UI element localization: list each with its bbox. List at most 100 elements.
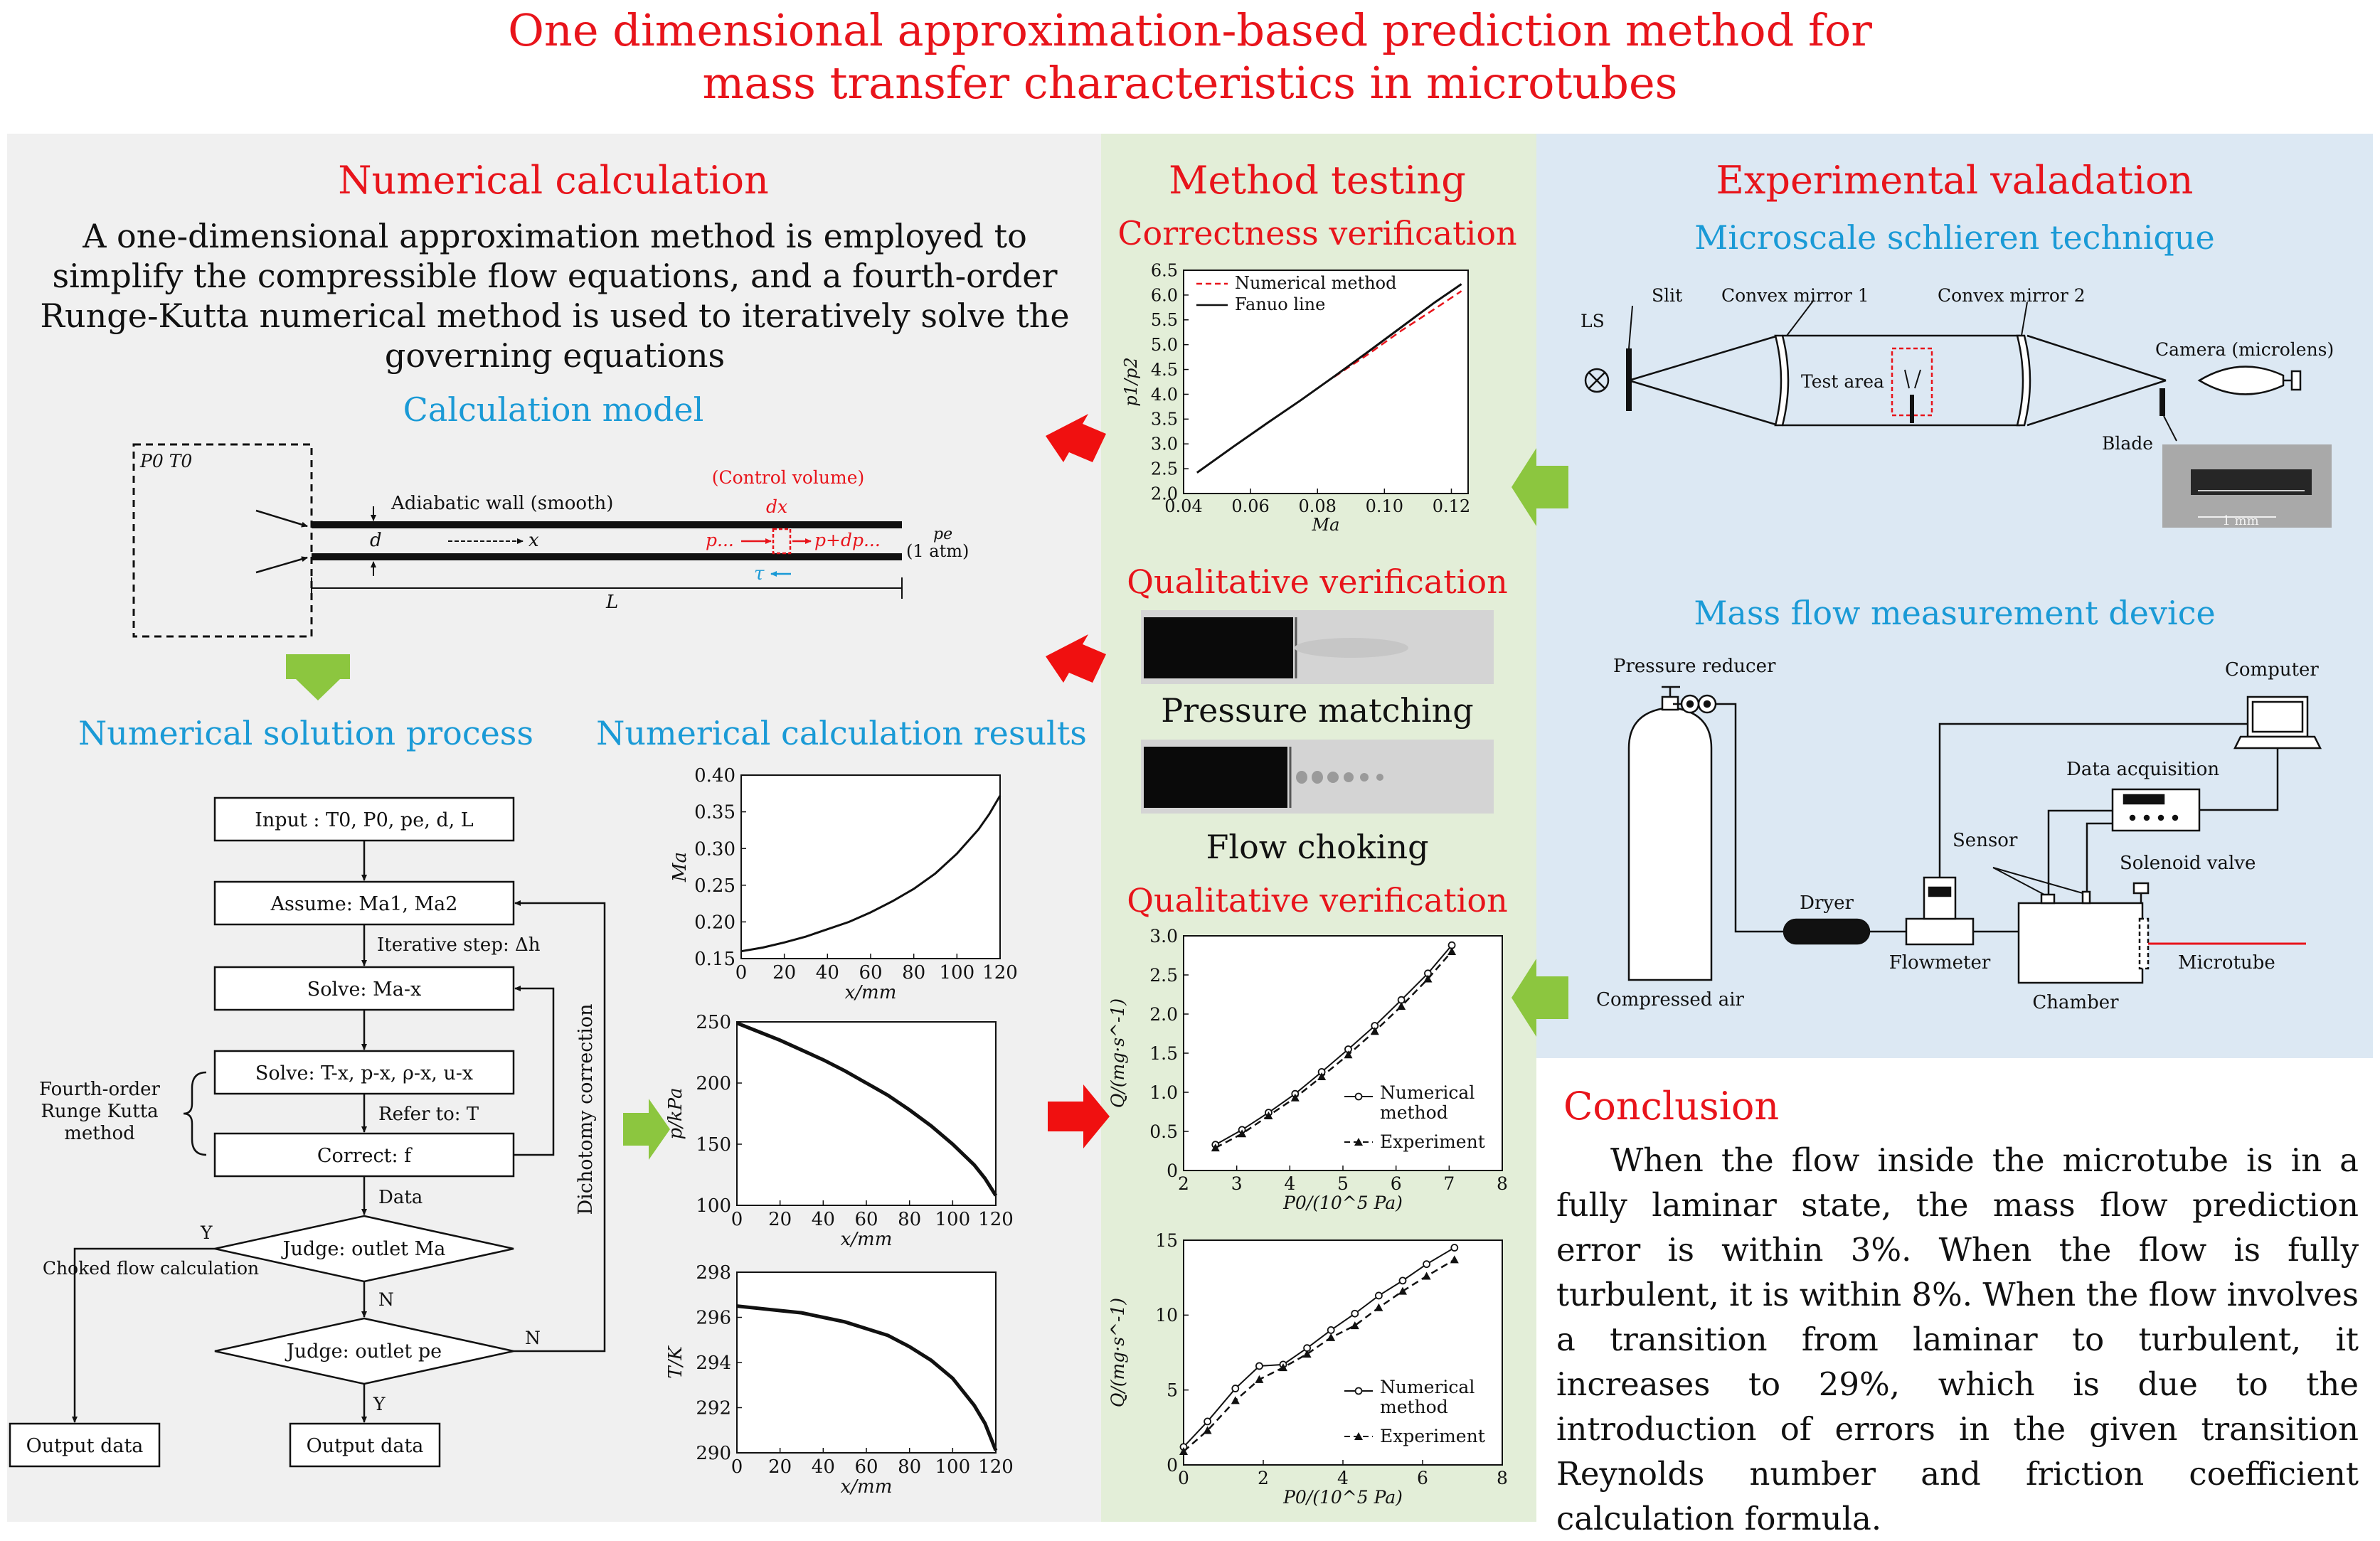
ma-ytick-label: 0.30 (694, 838, 735, 860)
t-ytick-label: 290 (696, 1443, 731, 1464)
q1-point-triangle (1344, 1050, 1353, 1059)
q2-series-0-line (1183, 1247, 1455, 1448)
rk-brace (183, 1071, 207, 1156)
chamber (2017, 902, 2144, 984)
q2-point-triangle (1398, 1286, 1407, 1295)
q1-ytick-label: 1.5 (1149, 1043, 1178, 1064)
schlieren-heading: Microscale schlieren technique (1694, 218, 2214, 257)
q1-ytick-label: 0 (1167, 1161, 1178, 1181)
q1-point-triangle (1370, 1027, 1379, 1035)
p-ytick-label: 200 (696, 1073, 731, 1094)
q1-point-triangle (1423, 974, 1433, 983)
q2-legend-marker (1354, 1387, 1363, 1395)
q2-ytick-label: 5 (1167, 1380, 1178, 1400)
p-xlabel: x/mm (841, 1229, 893, 1250)
q1-ytick-label: 2.5 (1149, 965, 1178, 986)
fanno-xtick-label: 0.10 (1366, 496, 1403, 516)
q1-xtick-label: 3 (1231, 1173, 1243, 1194)
ma-series-0-line (740, 795, 1002, 953)
dx-label: dx (766, 496, 787, 517)
blade-label: Blade (2102, 433, 2153, 454)
q1-point-triangle (1238, 1129, 1247, 1138)
sensor-label: Sensor (1953, 830, 2018, 851)
q1-ylabel: Q/(mg·s^-1) (1107, 998, 1128, 1108)
fanno-xtick-label: 0.08 (1299, 496, 1337, 516)
fanno-ytick-label: 6.0 (1151, 285, 1178, 305)
green-arrow-right (623, 1099, 670, 1160)
q1-point-triangle (1317, 1072, 1327, 1080)
t-xtick-label: 20 (768, 1456, 792, 1478)
L-label: L (605, 592, 618, 613)
fanno-ytick-label: 2.0 (1151, 484, 1178, 503)
numerical-heading: Numerical calculation (338, 158, 769, 203)
ma-xtick-label: 40 (816, 962, 839, 983)
fanno-legend-label: Fanuo line (1235, 294, 1325, 314)
choked-label: Choked flow calculation (43, 1258, 259, 1279)
flow-output1-box (9, 1422, 161, 1468)
q2-point-triangle (1179, 1447, 1188, 1456)
pressure-matching-image (1141, 610, 1494, 684)
massflow-setup (1627, 686, 2322, 984)
q2-point-circle (1255, 1362, 1263, 1370)
slit-label: Slit (1652, 285, 1682, 306)
q2-xtick-label: 0 (1178, 1468, 1189, 1488)
q1-xtick-label: 2 (1178, 1173, 1189, 1194)
q1-ytick-label: 0.5 (1149, 1121, 1178, 1142)
q2-point-triangle (1231, 1396, 1240, 1404)
control-volume (772, 528, 792, 555)
q2-point-triangle (1450, 1255, 1459, 1264)
flow-correct-text: Correct: f (317, 1145, 413, 1167)
flow-choking-label: Flow choking (1206, 828, 1428, 866)
flow-correct-box (213, 1132, 515, 1178)
cm2-label: Convex mirror 2 (1938, 285, 2086, 306)
fanno-ylabel: p1/p2 (1121, 357, 1141, 406)
q1-xtick-label: 7 (1443, 1173, 1455, 1194)
test-area-box (1891, 347, 1933, 417)
ma-plot-frame (740, 774, 1001, 959)
q2-point-triangle (1279, 1363, 1287, 1372)
flow-y1-label: Y (200, 1222, 213, 1243)
control-volume-label: (Control volume) (712, 467, 865, 488)
q1-point-triangle (1264, 1111, 1273, 1119)
t-ytick-label: 298 (696, 1262, 731, 1284)
p-ytick-label: 250 (696, 1012, 731, 1033)
q1-xlabel: P0/(10^5 Pa) (1282, 1193, 1403, 1213)
dryer (1783, 918, 1871, 945)
microtube-label: Microtube (2178, 952, 2275, 974)
p-ytick-label: 100 (696, 1195, 731, 1217)
conclusion-text: When the flow inside the microtube is in… (1556, 1141, 2359, 1537)
flowchart-connectors (72, 841, 606, 1423)
q2-legend-label: Experiment (1380, 1426, 1485, 1446)
p-xtick-label: 60 (854, 1209, 878, 1230)
ma-xtick-label: 0 (735, 962, 748, 983)
q2-xlabel: P0/(10^5 Pa) (1282, 1487, 1403, 1508)
t-xtick-label: 100 (935, 1456, 971, 1478)
flow-solve2-text: Solve: T-x, p-x, ρ-x, u-x (255, 1062, 473, 1084)
d-label: d (370, 530, 382, 551)
conn-dichotomy-loop (514, 900, 606, 1353)
qual2-heading: Qualitative verification (1127, 881, 1507, 919)
results-heading: Numerical calculation results (596, 714, 1087, 752)
correctness-heading: Correctness verification (1117, 214, 1516, 252)
q2-point-triangle (1374, 1303, 1383, 1311)
wall-label: Adiabatic wall (smooth) (391, 493, 613, 514)
dryer-label: Dryer (1800, 892, 1854, 914)
q2-point-triangle (1327, 1333, 1336, 1341)
ma-ylabel: Ma (669, 852, 691, 883)
q1-xtick-label: 8 (1497, 1173, 1508, 1194)
pressure-matching-label: Pressure matching (1161, 691, 1474, 730)
atm-label: (1 atm) (906, 541, 969, 561)
ma-xlabel: x/mm (845, 982, 897, 1003)
q1-legend-label: Experiment (1380, 1131, 1485, 1152)
t-plot-frame (736, 1271, 997, 1454)
q1-xtick-label: 6 (1391, 1173, 1402, 1194)
q2-point-triangle (1302, 1350, 1312, 1358)
flowmeter (1905, 917, 1975, 946)
p-dp-label: p+dp... (814, 530, 881, 550)
q2-point-triangle (1203, 1426, 1212, 1434)
compressed-air-label: Compressed air (1596, 989, 1744, 1011)
ma-xtick-label: 20 (772, 962, 796, 983)
